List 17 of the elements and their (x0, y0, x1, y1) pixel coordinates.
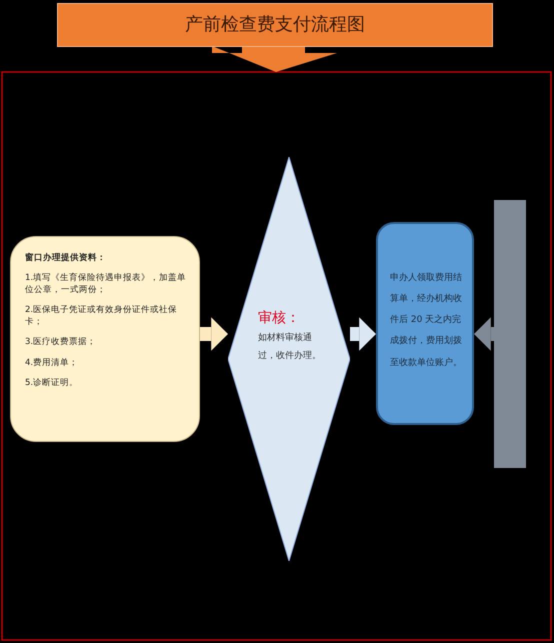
list-item: 1.填写《生育保险待遇申报表》，加盖单位公章，一式两份； (25, 273, 188, 296)
payment-text: 申办人领取费用结算单，经办机构收件后 20 天之内完成拨付，费用划拨至收款单位账户。 (390, 272, 463, 370)
list-item: 3.医疗收费票据； (25, 337, 98, 349)
side-bar (494, 200, 526, 468)
block-arrow (350, 317, 376, 351)
list-item: 4.费用清单； (25, 358, 80, 370)
box-heading: 窗口办理提供资料： (25, 253, 107, 264)
payment-box (376, 222, 474, 425)
materials-box (10, 236, 200, 442)
title-banner: 产前检查费支付流程图 (57, 3, 493, 47)
review-heading: 审核： (258, 309, 300, 327)
review-text: 如材料审核通过，收件办理。 (258, 332, 322, 363)
list-item: 5.诊断证明。 (25, 378, 80, 390)
block-arrow (474, 317, 494, 351)
decision-diamond (228, 157, 350, 561)
block-arrow (200, 317, 228, 351)
list-item: 2.医保电子凭证或有效身份证件或社保卡； (25, 305, 178, 328)
